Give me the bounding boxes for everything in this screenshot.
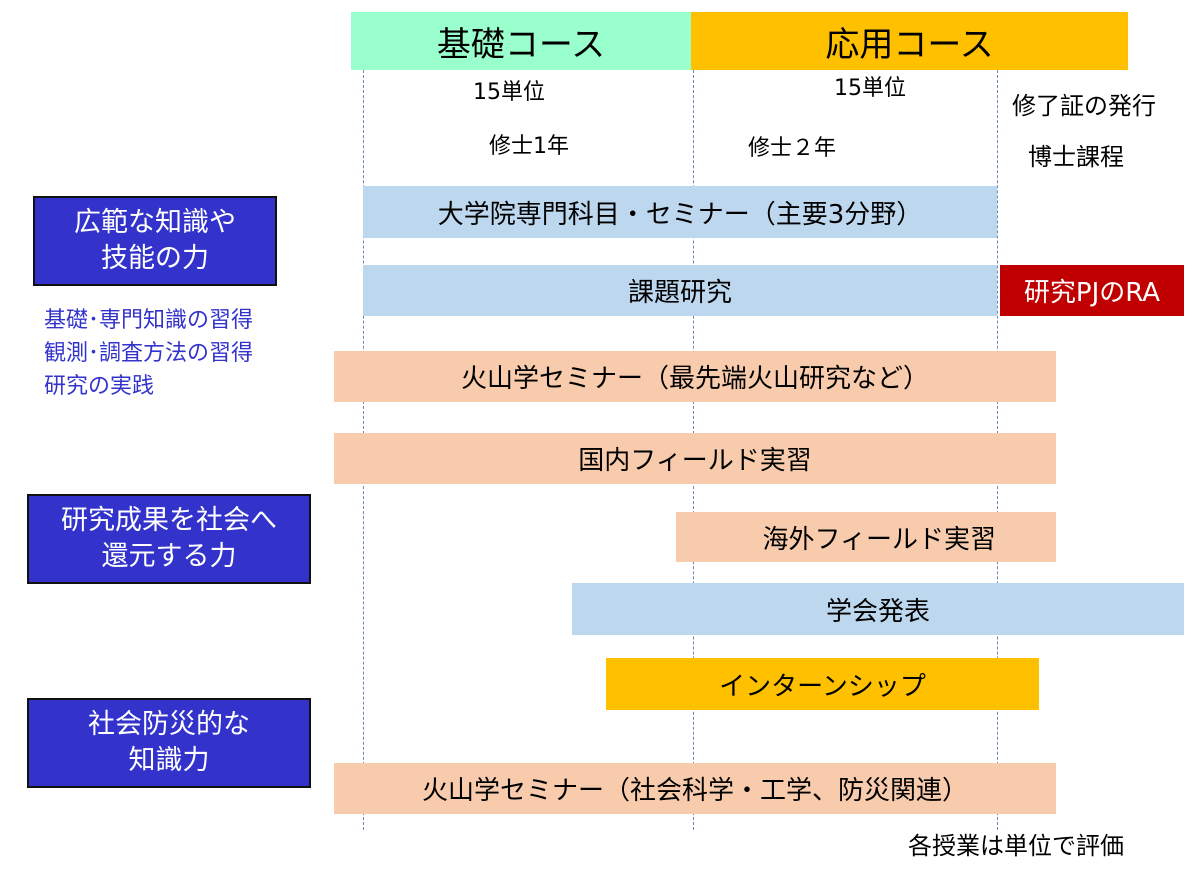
skill-box-disaster-knowledge: 社会防災的な 知識力 — [27, 698, 311, 788]
skill-item: 観測･調査方法の習得 — [44, 341, 254, 366]
basic-credits: 15単位 — [473, 80, 545, 105]
applied-credits: 15単位 — [834, 76, 906, 101]
year-m1: 修士1年 — [489, 134, 569, 159]
footer-note: 各授業は単位で評価 — [908, 832, 1124, 860]
skill-box-broad-knowledge: 広範な知識や 技能の力 — [33, 196, 277, 286]
applied-course-header: 応用コース — [691, 12, 1128, 70]
skill-item: 研究の実践 — [44, 374, 155, 399]
basic-course-header: 基礎コース — [351, 12, 691, 70]
skill-item: 基礎･専門知識の習得 — [44, 308, 254, 333]
year-m2: 修士２年 — [748, 136, 837, 161]
bar-conference: 学会発表 — [572, 583, 1184, 635]
skill-box-social-return: 研究成果を社会へ 還元する力 — [27, 494, 311, 584]
year-doctor: 博士課程 — [1028, 143, 1124, 171]
bar-domestic-field: 国内フィールド実習 — [334, 433, 1056, 484]
bar-internship: インターンシップ — [606, 658, 1039, 710]
skill-label: 社会防災的な 知識力 — [88, 708, 250, 776]
bar-volcano-seminar-advanced: 火山学セミナー（最先端火山研究など） — [334, 351, 1056, 402]
bar-volcano-seminar-social: 火山学セミナー（社会科学・工学、防災関連） — [334, 763, 1056, 814]
completion-certificate: 修了証の発行 — [1012, 92, 1156, 120]
skill-label: 広範な知識や 技能の力 — [74, 206, 236, 274]
skill-items-list: 基礎･専門知識の習得 観測･調査方法の習得 研究の実践 — [44, 304, 253, 403]
bar-research-project: 課題研究 — [363, 265, 997, 316]
bar-graduate-subjects: 大学院専門科目・セミナー（主要3分野） — [363, 186, 997, 238]
skill-label: 研究成果を社会へ 還元する力 — [61, 504, 277, 572]
bar-overseas-field: 海外フィールド実習 — [676, 512, 1056, 562]
bar-research-pj-ra: 研究PJのRA — [1000, 265, 1184, 316]
